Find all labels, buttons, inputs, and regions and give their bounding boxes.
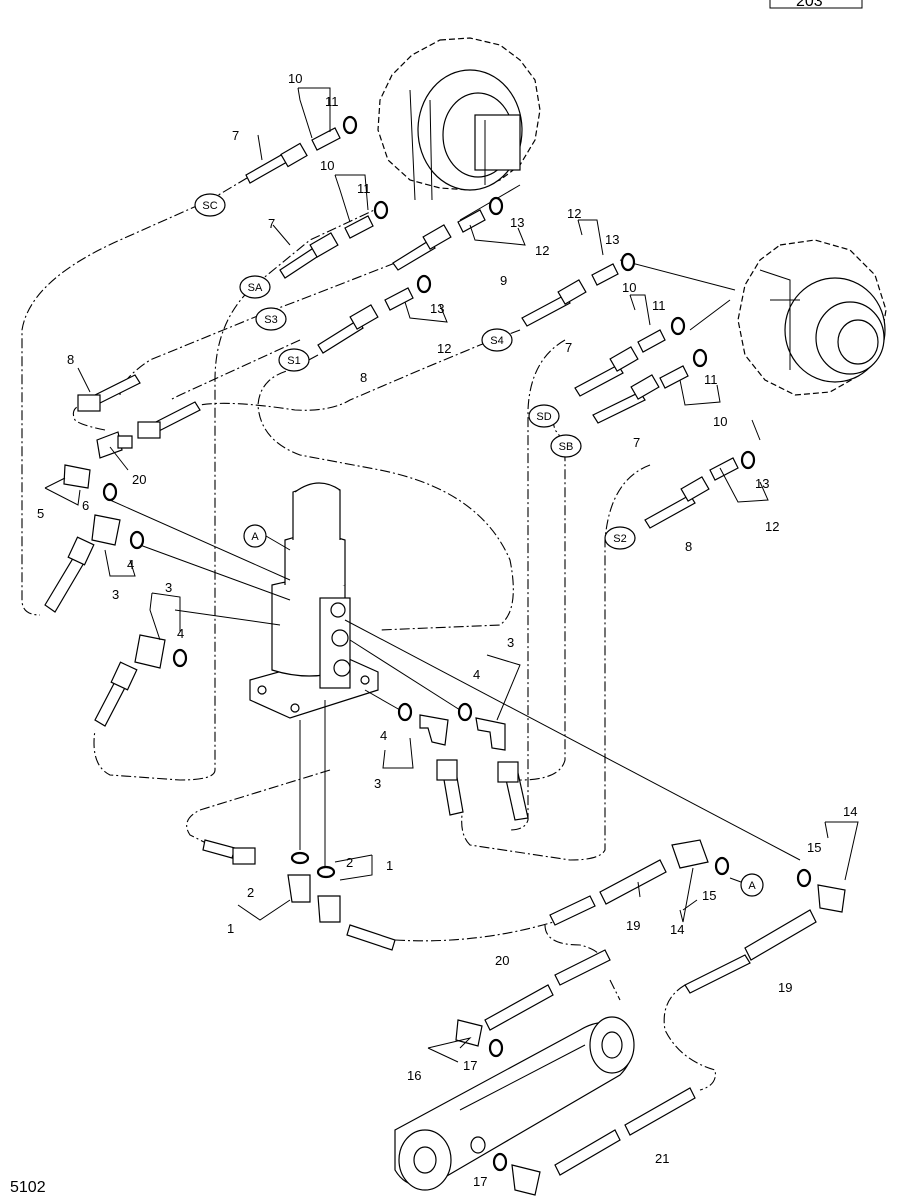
pipe-lines [109, 184, 801, 868]
svg-text:S3: S3 [264, 314, 277, 326]
svg-text:SC: SC [202, 200, 217, 212]
callout-4: 4 [380, 728, 387, 743]
page-number: 203 [796, 0, 823, 10]
callout-16: 16 [407, 1068, 421, 1083]
callout-10: 10 [622, 280, 636, 295]
hydraulic-cylinder [394, 1016, 635, 1191]
tag-SB: SB [550, 434, 582, 458]
callout-13: 13 [605, 232, 619, 247]
callout-3: 3 [165, 580, 172, 595]
callout-1: 1 [386, 858, 393, 873]
callout-19: 19 [778, 980, 792, 995]
callout-14: 14 [670, 922, 684, 937]
callout-4: 4 [127, 557, 134, 572]
callout-20: 20 [495, 953, 509, 968]
callout-13: 13 [510, 215, 524, 230]
callout-17: 17 [473, 1174, 487, 1189]
callout-6: 6 [82, 498, 89, 513]
tag-A-right: A [740, 873, 764, 897]
svg-text:S2: S2 [613, 533, 626, 545]
tag-S4: S4 [481, 328, 513, 352]
part-callouts: 10 11 7 10 11 7 13 12 12 13 9 13 12 8 10… [37, 71, 857, 1189]
callout-4: 4 [177, 626, 184, 641]
tag-A-swivel: A [243, 524, 267, 548]
callout-9: 9 [500, 273, 507, 288]
callout-11: 11 [704, 372, 718, 387]
callout-11: 11 [652, 298, 666, 313]
callout-14: 14 [843, 804, 857, 819]
callout-13: 13 [430, 301, 444, 316]
tag-S3: S3 [255, 307, 287, 331]
callout-11: 11 [357, 181, 371, 196]
fittings [44, 115, 846, 1196]
svg-text:A: A [251, 531, 259, 543]
svg-text:S4: S4 [490, 335, 503, 347]
callout-7: 7 [633, 435, 640, 450]
callout-15: 15 [807, 840, 821, 855]
callout-2: 2 [346, 855, 353, 870]
tag-leaders [265, 535, 742, 883]
tag-SC: SC [194, 193, 226, 217]
callout-2: 2 [247, 885, 254, 900]
callout-1: 1 [227, 921, 234, 936]
callout-3: 3 [374, 776, 381, 791]
svg-text:SB: SB [559, 441, 574, 453]
callout-8: 8 [67, 352, 74, 367]
callout-7: 7 [232, 128, 239, 143]
swivel-joint [249, 482, 379, 719]
callout-19: 19 [626, 918, 640, 933]
svg-text:A: A [748, 880, 756, 892]
right-travel-motor [737, 239, 887, 396]
callout-leaders [44, 87, 859, 1063]
svg-text:S1: S1 [287, 355, 300, 367]
left-travel-motor [377, 37, 541, 201]
tag-S2: S2 [604, 526, 636, 550]
callout-10: 10 [320, 158, 334, 173]
page-number-box: 203 [769, 0, 863, 10]
callout-12: 12 [567, 206, 581, 221]
callout-20: 20 [132, 472, 146, 487]
callout-10: 10 [713, 414, 727, 429]
callout-17: 17 [463, 1058, 477, 1073]
callout-10: 10 [288, 71, 302, 86]
callout-15: 15 [702, 888, 716, 903]
tag-S1: S1 [278, 348, 310, 372]
callout-7: 7 [268, 216, 275, 231]
tag-SA: SA [239, 275, 271, 299]
callout-12: 12 [765, 519, 779, 534]
callout-21: 21 [655, 1151, 669, 1166]
callout-8: 8 [685, 539, 692, 554]
callout-7: 7 [565, 340, 572, 355]
svg-text:SA: SA [248, 282, 263, 294]
callout-3: 3 [507, 635, 514, 650]
callout-12: 12 [437, 341, 451, 356]
callout-12: 12 [535, 243, 549, 258]
svg-text:SD: SD [536, 411, 551, 423]
callout-5: 5 [37, 506, 44, 521]
tag-SD: SD [528, 404, 560, 428]
callout-13: 13 [755, 476, 769, 491]
figure-number: 5102 [10, 1179, 46, 1196]
callout-4: 4 [473, 667, 480, 682]
callout-3: 3 [112, 587, 119, 602]
callout-11: 11 [325, 94, 339, 109]
callout-8: 8 [360, 370, 367, 385]
